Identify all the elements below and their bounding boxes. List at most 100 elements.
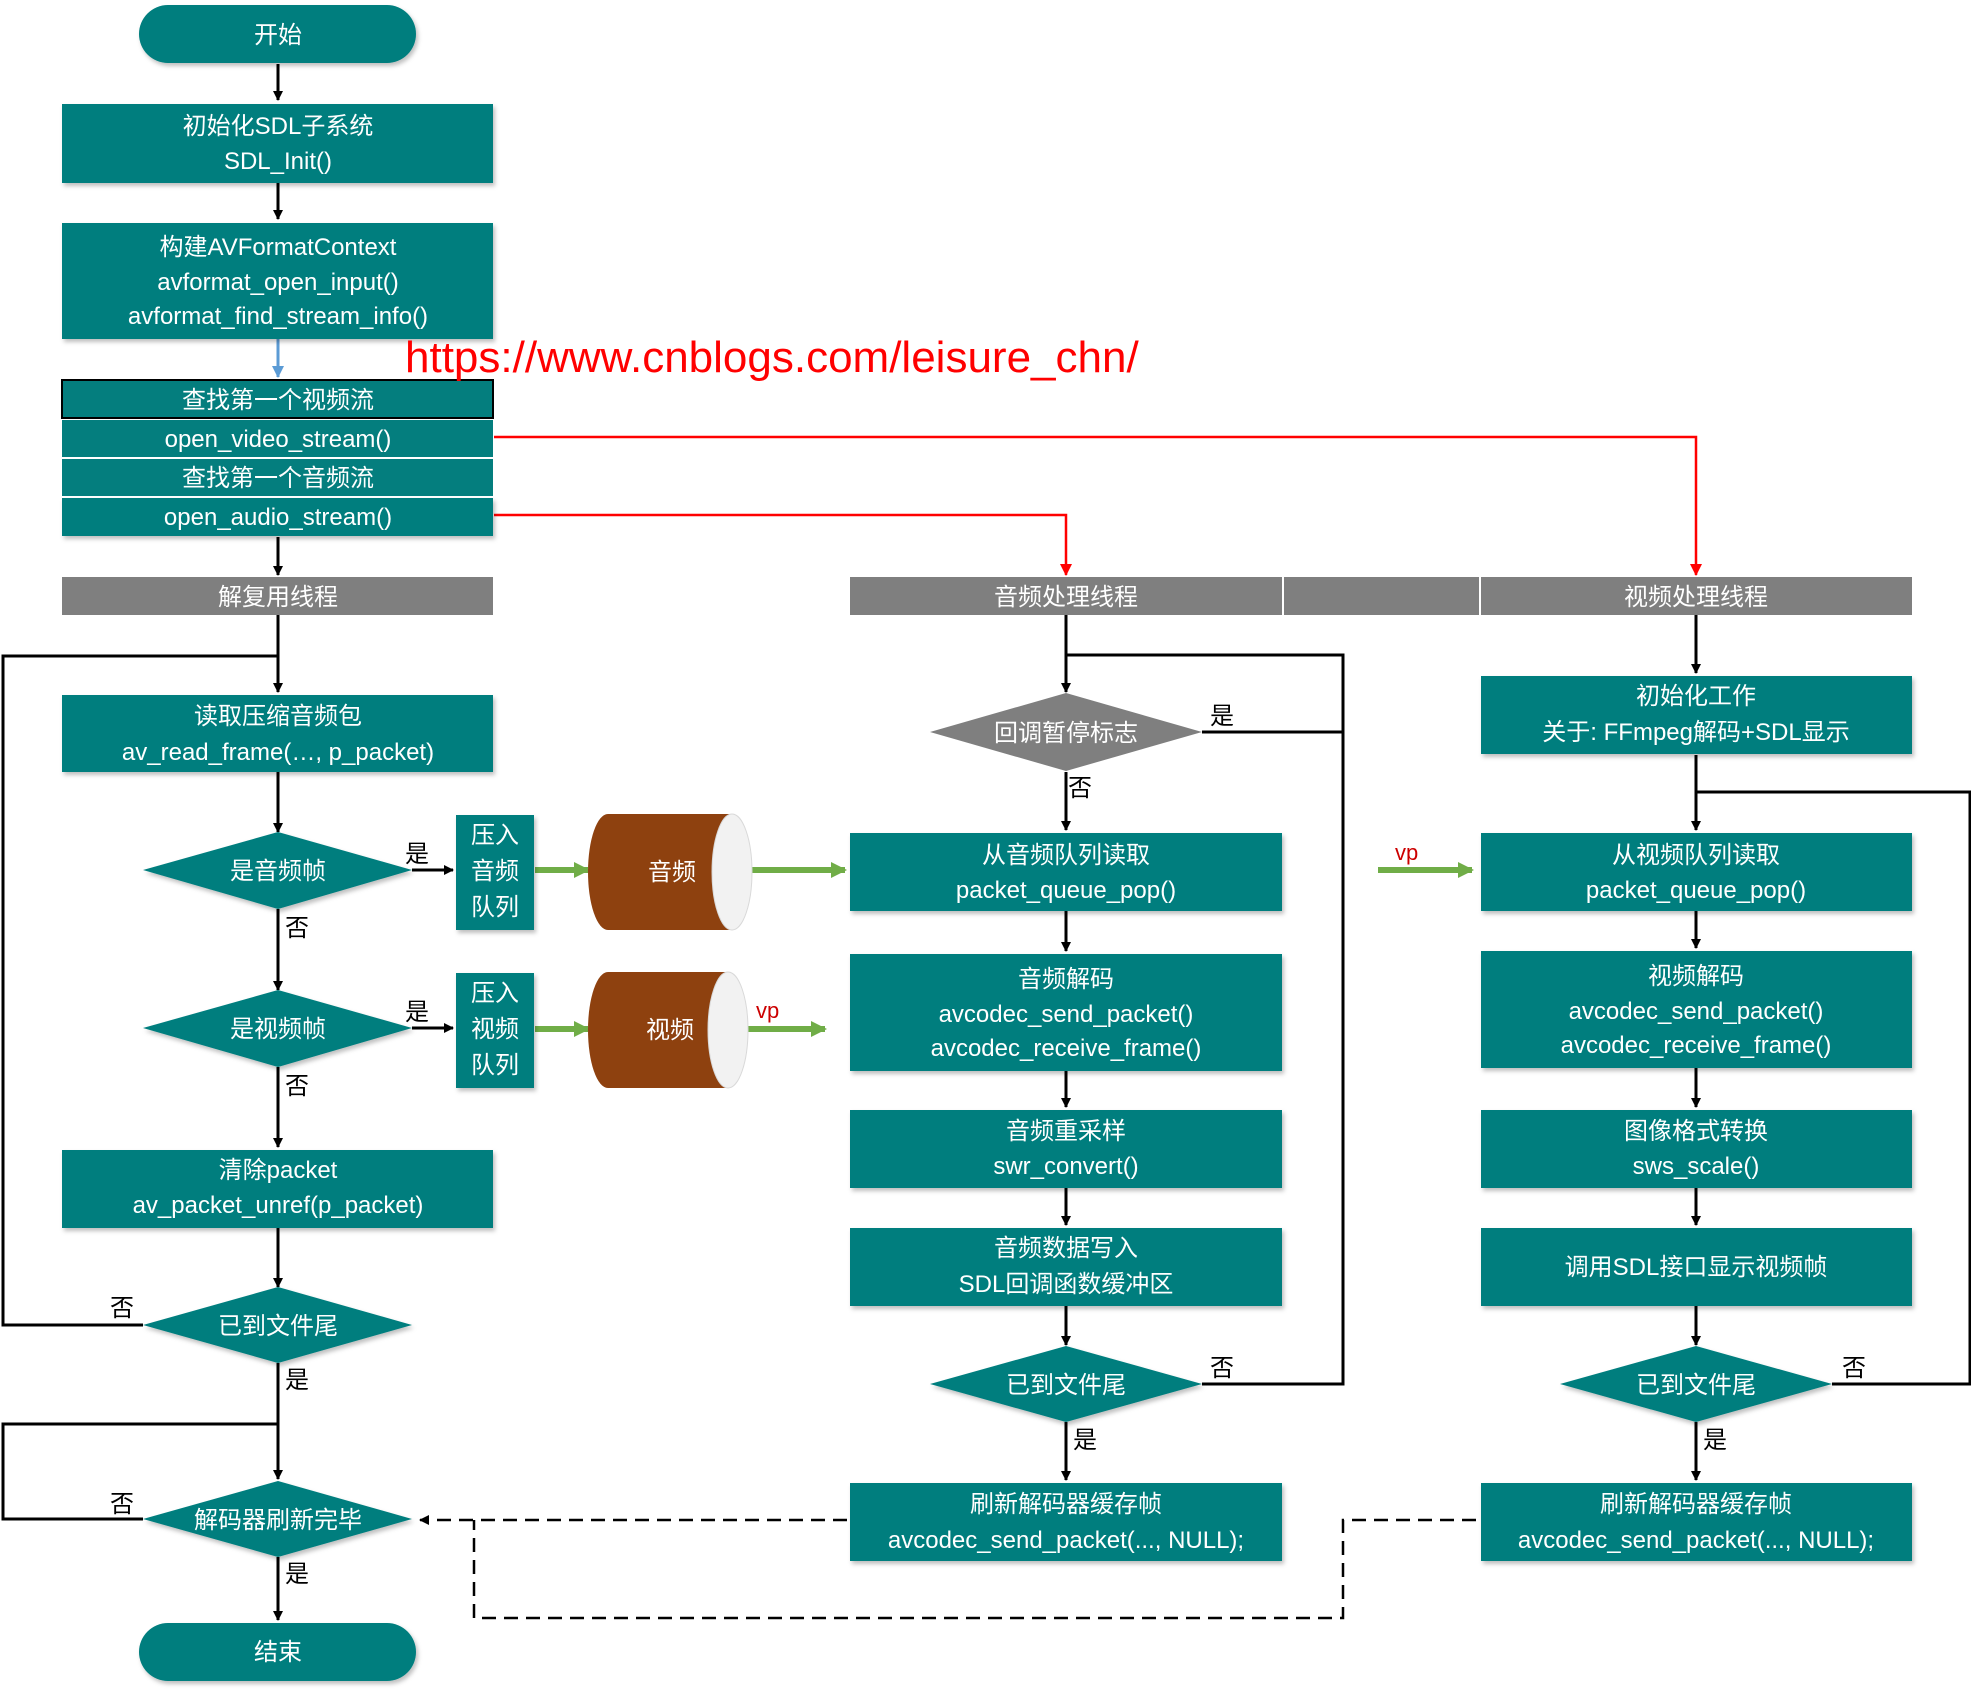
push-video-line-1: 压入 (471, 980, 519, 1007)
push-video-line-2: 视频 (471, 1016, 519, 1043)
sws-line-1: 图像格式转换 (1624, 1118, 1768, 1145)
audio-queue-cylinder: 音频 (588, 813, 753, 931)
video-decode-line-1: 视频解码 (1648, 963, 1744, 990)
find-video-label: 查找第一个视频流 (182, 387, 374, 414)
edge-veof-no-loop (1696, 790, 1971, 1386)
is-video-decision: 是视频帧 (143, 990, 412, 1067)
display-label: 调用SDL接口显示视频帧 (1565, 1254, 1828, 1281)
label-demuxeof-no: 否 (110, 1295, 134, 1322)
fmt-line-3: avformat_find_stream_info() (128, 303, 428, 330)
label-veof-yes: 是 (1703, 1427, 1727, 1454)
is-audio-label: 是音频帧 (230, 858, 326, 885)
push-audio-box: 压入 音频 队列 (456, 815, 534, 930)
end-label: 结束 (254, 1639, 302, 1666)
video-pop-line-1: 从视频队列读取 (1612, 842, 1780, 869)
video-init-line-1: 初始化工作 (1636, 683, 1756, 710)
label-aeof-no: 否 (1210, 1355, 1234, 1382)
demux-eof-decision: 已到文件尾 (143, 1287, 412, 1363)
open-audio-label: open_audio_stream() (164, 504, 392, 531)
push-audio-line-2: 音频 (471, 858, 519, 885)
connectors (1, 64, 1971, 1621)
label-aeof-yes: 是 (1073, 1427, 1097, 1454)
flush-done-decision: 解码器刷新完毕 (143, 1481, 412, 1557)
edge-aeof-no-loop (1202, 655, 1345, 1386)
audio-thread-header: 音频处理线程 (994, 584, 1138, 611)
audio-flush-line-2: avcodec_send_packet(..., NULL); (888, 1527, 1244, 1554)
edge-openvideo-videothread (494, 435, 1702, 576)
pause-flag-decision: 回调暂停标志 (930, 693, 1202, 771)
edge-flush-loop (1, 1422, 278, 1521)
audio-decode-line-1: 音频解码 (1018, 966, 1114, 993)
video-pop-line-2: packet_queue_pop() (1586, 877, 1806, 904)
edge-eof-loop (1, 654, 278, 1327)
read-packet-box: 读取压缩音频包 av_read_frame(…, p_packet) (62, 695, 493, 772)
video-pop-box: 从视频队列读取 packet_queue_pop() (1481, 833, 1912, 911)
flush-done-label: 解码器刷新完毕 (194, 1507, 362, 1534)
video-eof-label: 已到文件尾 (1636, 1372, 1756, 1399)
clear-packet-box: 清除packet av_packet_unref(p_packet) (62, 1150, 493, 1228)
video-decode-line-3: avcodec_receive_frame() (1561, 1032, 1832, 1059)
open-video-label: open_video_stream() (165, 426, 392, 453)
label-flush-yes: 是 (285, 1561, 309, 1588)
read-line-2: av_read_frame(…, p_packet) (122, 739, 434, 766)
label-pause-no: 否 (1068, 775, 1092, 802)
pause-flag-label: 回调暂停标志 (994, 720, 1138, 747)
watermark-url: https://www.cnblogs.com/leisure_chn/ (405, 333, 1139, 382)
sws-box: 图像格式转换 sws_scale() (1481, 1110, 1912, 1188)
audio-write-box: 音频数据写入 SDL回调函数缓冲区 (850, 1228, 1282, 1306)
label-flush-no: 否 (110, 1491, 134, 1518)
label-veof-no: 否 (1842, 1355, 1866, 1382)
video-decode-line-2: avcodec_send_packet() (1569, 998, 1824, 1025)
is-video-label: 是视频帧 (230, 1016, 326, 1043)
label-pause-yes: 是 (1210, 703, 1234, 730)
is-audio-decision: 是音频帧 (143, 832, 412, 909)
sdl-init-line-1: 初始化SDL子系统 (183, 113, 374, 140)
audio-eof-decision: 已到文件尾 (930, 1346, 1202, 1422)
resample-line-1: 音频重采样 (1006, 1118, 1126, 1145)
video-flush-line-1: 刷新解码器缓存帧 (1600, 1491, 1792, 1518)
audio-decode-line-3: avcodec_receive_frame() (931, 1035, 1202, 1062)
label-demuxeof-yes: 是 (285, 1367, 309, 1394)
audio-pop-line-1: 从音频队列读取 (982, 842, 1150, 869)
label-isvideo-yes: 是 (405, 999, 429, 1026)
display-box: 调用SDL接口显示视频帧 (1481, 1228, 1912, 1306)
end-terminal: 结束 (139, 1623, 416, 1681)
audio-write-line-2: SDL回调函数缓冲区 (959, 1271, 1174, 1298)
video-queue-label: 视频 (646, 1017, 694, 1044)
audio-queue-label: 音频 (648, 859, 696, 886)
label-vp-in: vp (1395, 840, 1418, 865)
audio-flush-box: 刷新解码器缓存帧 avcodec_send_packet(..., NULL); (850, 1483, 1282, 1561)
video-init-box: 初始化工作 关于: FFmpeg解码+SDL显示 (1481, 676, 1912, 754)
read-line-1: 读取压缩音频包 (194, 703, 362, 730)
audio-pop-line-2: packet_queue_pop() (956, 877, 1176, 904)
demux-thread-header: 解复用线程 (218, 584, 338, 611)
start-terminal: 开始 (139, 5, 416, 63)
label-isaudio-no: 否 (285, 915, 309, 942)
flush-dashed-lines (419, 1515, 1476, 1620)
demux-eof-label: 已到文件尾 (218, 1313, 338, 1340)
video-decode-box: 视频解码 avcodec_send_packet() avcodec_recei… (1481, 951, 1912, 1068)
video-queue-cylinder: 视频 (588, 971, 749, 1089)
thread-spawn-lines (494, 435, 1702, 576)
video-flush-line-2: avcodec_send_packet(..., NULL); (1518, 1527, 1874, 1554)
audio-eof-label: 已到文件尾 (1006, 1372, 1126, 1399)
audio-flush-line-1: 刷新解码器缓存帧 (970, 1491, 1162, 1518)
label-vp-out: vp (756, 998, 779, 1023)
audio-decode-line-2: avcodec_send_packet() (939, 1001, 1194, 1028)
stream-table: 查找第一个视频流 open_video_stream() 查找第一个音频流 op… (61, 379, 494, 536)
resample-box: 音频重采样 swr_convert() (850, 1110, 1282, 1188)
push-video-line-3: 队列 (471, 1052, 519, 1079)
sws-line-2: sws_scale() (1633, 1153, 1760, 1180)
audio-write-line-1: 音频数据写入 (994, 1235, 1138, 1262)
resample-line-2: swr_convert() (993, 1153, 1138, 1180)
sdl-init-box: 初始化SDL子系统 SDL_Init() (62, 104, 493, 183)
fmt-line-2: avformat_open_input() (157, 269, 398, 296)
label-isaudio-yes: 是 (405, 841, 429, 868)
push-video-box: 压入 视频 队列 (456, 973, 534, 1088)
video-flush-box: 刷新解码器缓存帧 avcodec_send_packet(..., NULL); (1481, 1483, 1912, 1561)
video-thread-header: 视频处理线程 (1624, 584, 1768, 611)
audio-decode-box: 音频解码 avcodec_send_packet() avcodec_recei… (850, 954, 1282, 1071)
thread-headers: 解复用线程 音频处理线程 视频处理线程 (62, 577, 1912, 615)
audio-pop-box: 从音频队列读取 packet_queue_pop() (850, 833, 1282, 911)
